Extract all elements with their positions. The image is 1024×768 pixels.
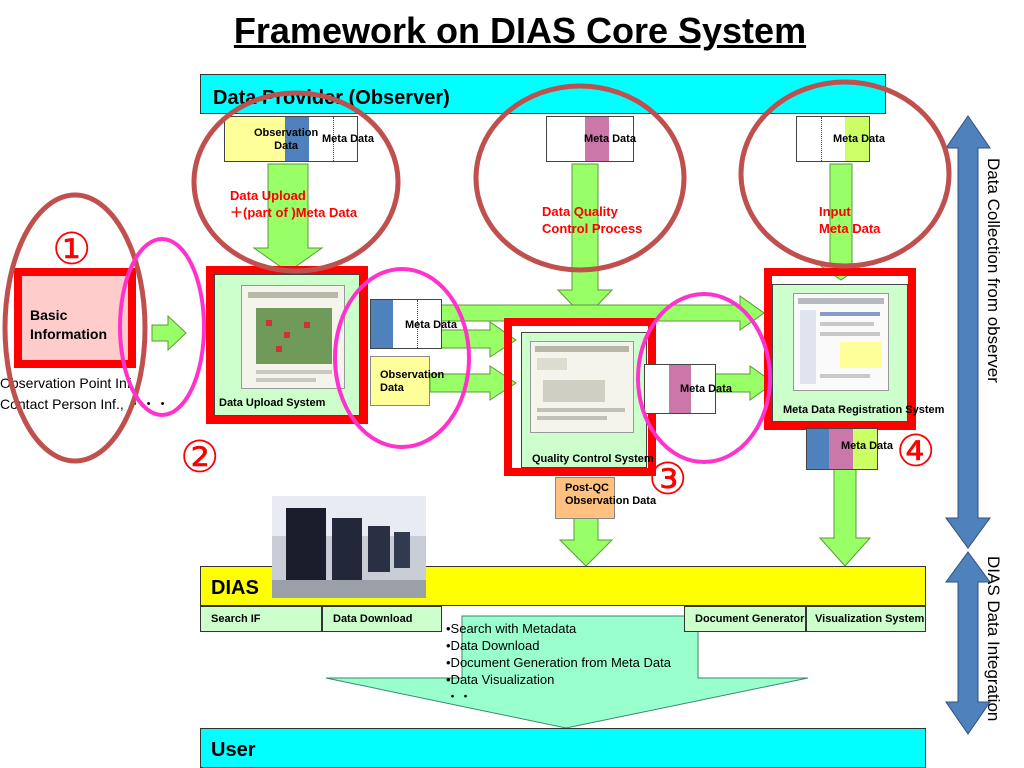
tab-search-if[interactable]: Search IF (200, 606, 322, 632)
tab-visualization-system[interactable]: Visualization System (806, 606, 926, 632)
metareg-to-dias-arrow (818, 467, 872, 567)
feature-item: •Data Visualization (446, 672, 555, 687)
feature-item: •Document Generation from Meta Data (446, 655, 671, 670)
basic-to-upload-arrow (151, 314, 187, 352)
postqc-to-dias-arrow (558, 515, 614, 567)
qc-down-arrow (556, 163, 614, 319)
qc-meta-out-label: Meta Data (680, 383, 732, 395)
feature-item: •Data Download (446, 638, 540, 653)
dias-label: DIAS (211, 577, 259, 599)
qc-system-label: Quality Control System (532, 453, 654, 465)
basic-information-notes: Observation Point Inf.,Contact Person In… (0, 375, 170, 412)
upload-meta-data-label: Meta Data (322, 133, 374, 145)
data-collection-label: Data Collection from observer (984, 158, 1003, 383)
metareg-meta-out-packet (806, 428, 878, 470)
metareg-system-label: Meta Data Registration System (783, 404, 945, 416)
user-label: User (211, 739, 256, 761)
post-qc-data-box (555, 477, 615, 519)
data-provider-label: Data Provider (Observer) (213, 87, 450, 109)
marker-1: ① (52, 225, 92, 274)
metareg-meta-out-label: Meta Data (841, 440, 893, 452)
metareg-system-box (772, 284, 908, 422)
data-upload-process-label: Data Upload＋(part of )Meta Data (230, 188, 358, 220)
dias-integration-label: DIAS Data Integration (984, 556, 1003, 722)
data-center-photo (272, 496, 426, 598)
features-list: •Search with Metadata •Data Download •Do… (446, 620, 726, 705)
integration-double-arrow (945, 551, 991, 735)
data-upload-system-box: Data Upload System (214, 274, 360, 416)
metareg-screenshot (793, 293, 889, 391)
marker-3: ③ (648, 455, 688, 504)
qc-screenshot (530, 341, 634, 433)
qc-meta-data-label: Meta Data (584, 133, 636, 145)
data-provider-band: Data Provider (Observer) (200, 74, 886, 114)
tab-data-download[interactable]: Data Download (322, 606, 442, 632)
middle-meta-data-label: Meta Data (405, 319, 457, 331)
feature-item: ・・ (446, 689, 473, 704)
qc-system-box: Quality Control System (521, 332, 654, 468)
upload-screenshot (241, 285, 345, 389)
metareg-meta-data-label: Meta Data (833, 133, 885, 145)
collection-double-arrow (945, 115, 991, 549)
user-band: User (200, 728, 926, 768)
data-upload-system-label: Data Upload System (219, 397, 326, 409)
marker-2: ② (180, 433, 220, 482)
tab-document-generator[interactable]: Document Generator (684, 606, 806, 632)
page-title: Framework on DIAS Core System (233, 10, 807, 51)
marker-4: ④ (896, 427, 936, 476)
feature-item: •Search with Metadata (446, 621, 577, 636)
